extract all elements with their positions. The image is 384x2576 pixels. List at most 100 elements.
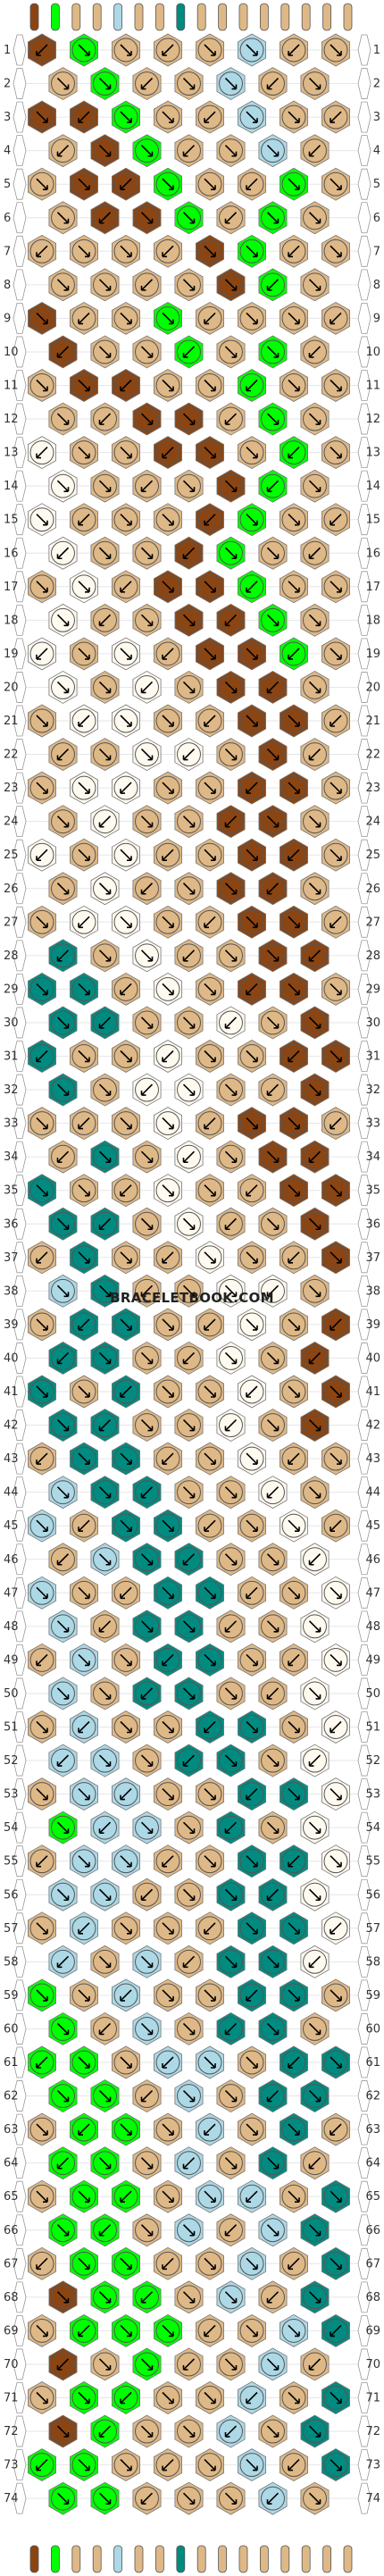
knot: [70, 234, 98, 268]
edge-hex: [357, 470, 371, 502]
row-number-left: 6: [4, 212, 11, 225]
knot-arrow: [162, 1452, 174, 1465]
knot-arrow: [288, 1452, 300, 1465]
knot: [154, 570, 182, 604]
knot: [196, 436, 224, 470]
knot: [132, 1744, 162, 1777]
knot: [216, 536, 246, 570]
knot: [90, 670, 120, 704]
knot-arrow: [246, 1653, 258, 1667]
knot: [132, 1341, 162, 1375]
knot: [174, 2079, 204, 2113]
knot-arrow: [36, 2190, 48, 2203]
edge-hex: [13, 705, 27, 737]
knot: [132, 1409, 162, 1443]
knot: [216, 1409, 246, 1443]
knot-arrow: [182, 1486, 196, 1499]
edge-hex: [13, 1778, 27, 1810]
watermark-text: BRACELETBOOK.COM: [110, 1290, 274, 1306]
knot: [216, 1476, 246, 1510]
knot-arrow: [330, 2459, 342, 2471]
edge-hex: [13, 2482, 27, 2514]
knot-arrow: [78, 1117, 90, 1130]
knot: [258, 1811, 288, 1844]
knot-arrow: [140, 480, 154, 492]
edge-hex: [13, 470, 27, 502]
row-number-left: 67: [4, 2257, 19, 2271]
row-number-left: 55: [4, 1855, 19, 1869]
row-number-left: 57: [4, 1922, 19, 1936]
knot: [48, 67, 78, 101]
knot-arrow: [78, 1184, 90, 1197]
edge-hex: [357, 1945, 371, 1978]
knot: [112, 1442, 140, 1476]
knot-arrow: [98, 2089, 112, 2103]
knot-arrow: [78, 2056, 90, 2069]
knot-arrow: [204, 447, 216, 459]
knot: [216, 1811, 246, 1844]
knot-arrow: [204, 1989, 216, 2002]
row-number-right: 19: [365, 648, 380, 661]
knot: [154, 2448, 182, 2482]
knot: [112, 2112, 140, 2146]
edge-hex: [13, 1007, 27, 1039]
knot-arrow: [224, 949, 238, 962]
knot: [216, 1878, 246, 1911]
knot-arrow: [78, 1653, 90, 1667]
knot-arrow: [224, 2022, 238, 2036]
knot: [70, 503, 98, 537]
knot-arrow: [162, 111, 174, 123]
knot-arrow: [120, 514, 132, 526]
knot: [132, 1476, 162, 1510]
row-number-left: 16: [4, 547, 19, 560]
knot: [216, 402, 246, 436]
knot-arrow: [246, 1184, 258, 1197]
knot: [28, 2448, 56, 2482]
knot: [280, 1040, 308, 1073]
edge-hex: [13, 2314, 27, 2346]
knot-arrow: [162, 245, 174, 258]
edge-hex: [357, 235, 371, 267]
knot: [174, 939, 204, 973]
row-number-right: 49: [365, 1653, 380, 1667]
knot: [216, 670, 246, 704]
knot: [28, 369, 56, 402]
knot: [28, 2045, 56, 2079]
edge-hex: [357, 1912, 371, 1945]
knot-arrow: [36, 2324, 48, 2338]
row-number-left: 48: [4, 1620, 19, 1634]
knot: [280, 637, 308, 671]
knot-arrow: [162, 1385, 174, 1398]
knot: [154, 2179, 182, 2213]
knot: [238, 1777, 266, 1811]
knot-arrow: [224, 77, 238, 90]
knot: [70, 2246, 98, 2280]
knot: [90, 201, 120, 235]
knot: [238, 905, 266, 939]
strand-top: [92, 3, 102, 31]
knot: [174, 1945, 204, 1978]
knot-arrow: [120, 849, 132, 861]
knot-arrow: [330, 312, 342, 325]
knot: [70, 369, 98, 402]
knot: [132, 939, 162, 973]
knot: [174, 2347, 204, 2381]
knot: [132, 805, 162, 839]
knot-arrow: [224, 1955, 238, 1969]
knot: [28, 1040, 56, 1073]
knot-arrow: [204, 2190, 216, 2203]
row-number-left: 33: [4, 1117, 19, 1131]
knot: [238, 1509, 266, 1543]
knot: [238, 1911, 266, 1945]
knot: [238, 234, 266, 268]
knot: [216, 268, 246, 302]
knot: [70, 2179, 98, 2213]
knot: [238, 369, 266, 402]
knot-arrow: [98, 346, 112, 358]
knot: [300, 2481, 330, 2515]
knot: [48, 1744, 78, 1777]
edge-hex: [357, 873, 371, 905]
edge-hex: [13, 1811, 27, 1844]
knot: [48, 738, 78, 772]
knot: [174, 201, 204, 235]
